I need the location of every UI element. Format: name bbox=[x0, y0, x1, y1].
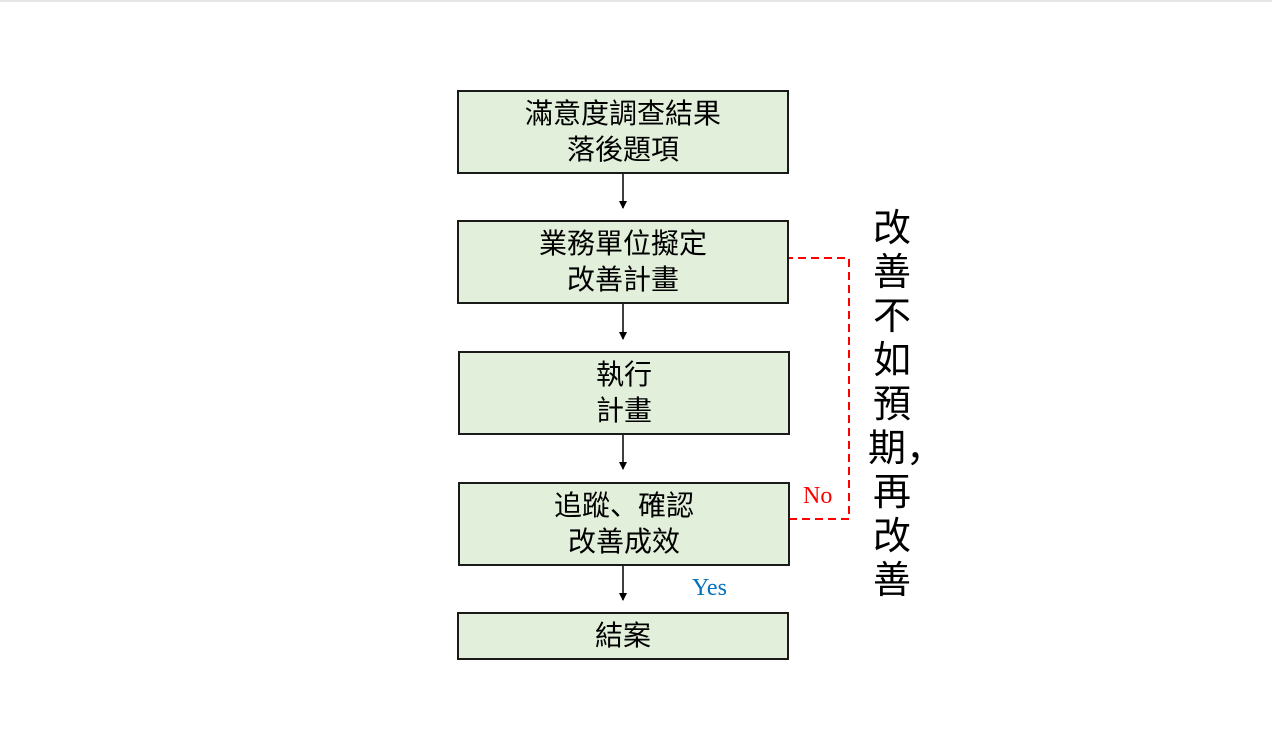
step-close-line1: 結案 bbox=[594, 619, 651, 652]
step-survey-lagging-items: 滿意度調查結果 落後題項 bbox=[457, 90, 789, 174]
step-execute-line2: 計畫 bbox=[595, 394, 652, 427]
yes-label: Yes bbox=[692, 575, 727, 601]
step-track-line1: 追蹤、確認 bbox=[553, 489, 694, 522]
top-border-line bbox=[0, 0, 1272, 2]
step-close-case: 結案 bbox=[457, 612, 789, 660]
step-draft-line1: 業務單位擬定 bbox=[538, 227, 707, 260]
step-draft-improvement-plan: 業務單位擬定 改善計畫 bbox=[457, 220, 789, 304]
step-execute-line1: 執行 bbox=[595, 358, 652, 391]
step-survey-line2: 落後題項 bbox=[566, 133, 679, 166]
no-label: No bbox=[803, 483, 833, 509]
step-track-line2: 改善成效 bbox=[567, 525, 680, 558]
side-note-improve-again: 改善不如預期，再改善 bbox=[868, 206, 945, 602]
step-draft-line2: 改善計畫 bbox=[566, 263, 679, 296]
step-survey-line1: 滿意度調查結果 bbox=[524, 97, 721, 130]
step-track-confirm-results: 追蹤、確認 改善成效 bbox=[458, 482, 790, 566]
feedback-loop-dashed-line bbox=[789, 257, 850, 520]
step-execute-plan: 執行 計畫 bbox=[458, 351, 790, 435]
